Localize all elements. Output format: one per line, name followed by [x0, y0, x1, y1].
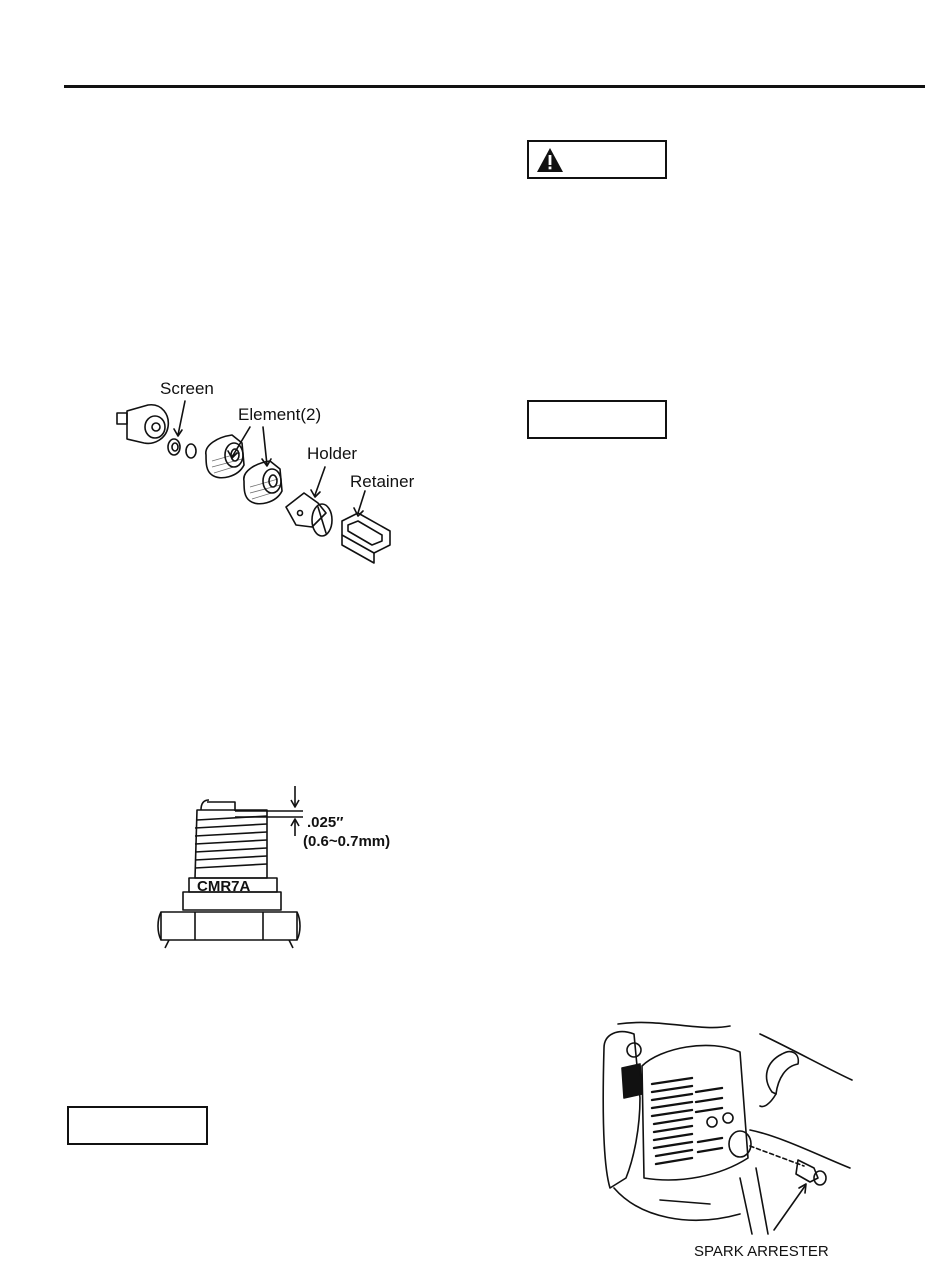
plug-model-label: CMR7A	[197, 878, 251, 895]
spark-plug-drawing	[157, 786, 303, 949]
element-label: Element(2)	[238, 405, 322, 424]
engine-muffler-drawing	[602, 1021, 853, 1235]
gap-inch-label: .025″	[307, 814, 344, 831]
header-rule	[64, 85, 925, 88]
screen-label: Screen	[160, 379, 214, 398]
air-filter-drawing	[116, 400, 391, 564]
spark-arrester-label: SPARK ARRESTER	[694, 1243, 829, 1260]
retainer-label: Retainer	[350, 472, 415, 491]
holder-label: Holder	[307, 444, 358, 463]
gap-mm-label: (0.6~0.7mm)	[303, 833, 391, 850]
notice-box	[527, 400, 667, 439]
warning-box	[527, 140, 667, 179]
note-box	[67, 1106, 208, 1145]
warning-triangle-icon	[537, 148, 563, 172]
